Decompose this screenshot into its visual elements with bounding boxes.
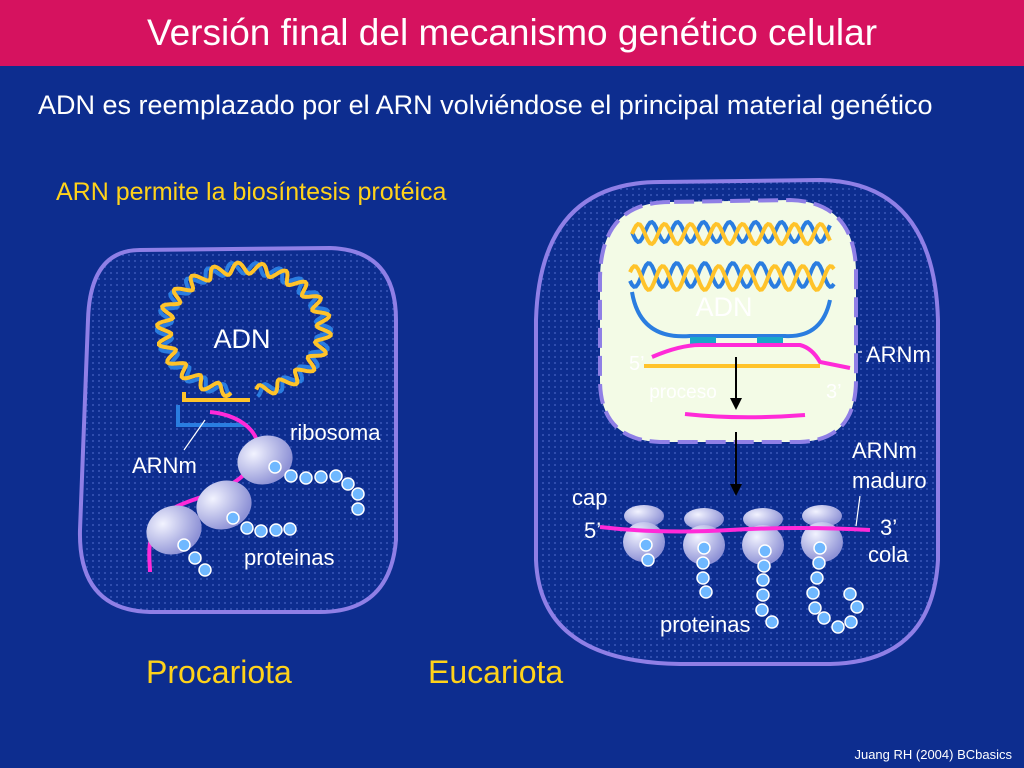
prokaryote-dna — [154, 260, 334, 427]
mature-mrna-nucleus — [684, 412, 806, 420]
cap-label: cap — [572, 485, 607, 510]
amino-acid — [850, 600, 864, 614]
amino-acid — [254, 524, 268, 538]
ribosoma-label: ribosoma — [290, 420, 381, 445]
arnm-maduro-label-1: ARNm — [852, 438, 917, 463]
amino-acid — [284, 469, 298, 483]
prokaryote-protein-chains — [177, 460, 365, 577]
exon-block — [757, 337, 783, 345]
amino-acid — [177, 538, 191, 552]
amino-acid — [696, 571, 710, 585]
amino-acid — [351, 487, 365, 501]
ribosome — [624, 505, 664, 527]
amino-acid — [268, 460, 282, 474]
pre-mrna — [651, 343, 851, 370]
arnm-maduro-label-2: maduro — [852, 468, 927, 493]
amino-acid — [639, 538, 653, 552]
eukaryote-arnm-label: ARNm — [866, 342, 931, 367]
eukaryote-dna — [628, 219, 836, 368]
slide-title: Versión final del mecanismo genético cel… — [146, 12, 878, 53]
amino-acid — [813, 541, 827, 555]
prokaryote-proteinas-label: proteinas — [244, 545, 335, 570]
export-arrowhead — [730, 484, 742, 496]
prokaryote-arnm-pointer — [183, 419, 206, 451]
ribosome — [802, 505, 842, 527]
amino-acid — [806, 586, 820, 600]
ribosome — [684, 508, 724, 530]
processing-arrowhead — [730, 398, 742, 410]
amino-acid — [198, 563, 212, 577]
amino-acid — [831, 620, 845, 634]
eukaryote-label: Eucariota — [428, 654, 564, 690]
amino-acid — [240, 521, 254, 535]
amino-acid — [812, 556, 826, 570]
amino-acid — [756, 573, 770, 587]
eukaryote-proteinas-label: proteinas — [660, 612, 751, 637]
subtitle: ADN es reemplazado por el ARN volviéndos… — [38, 90, 933, 120]
amino-acid — [696, 556, 710, 570]
five-prime-label: 5’ — [629, 353, 645, 375]
amino-acid — [757, 559, 771, 573]
amino-acid — [817, 611, 831, 625]
amino-acid — [843, 587, 857, 601]
title-bar: Versión final del mecanismo genético cel… — [0, 0, 1024, 66]
amino-acid — [697, 541, 711, 555]
amino-acid — [765, 615, 779, 629]
prokaryote-label: Procariota — [146, 654, 292, 690]
prokaryote-arnm-label: ARNm — [132, 453, 197, 478]
prokaryote-dna-label: ADN — [213, 324, 270, 354]
eukaryote-protein-chains — [639, 538, 864, 634]
cola-three-prime-label: 3’ — [880, 515, 897, 540]
ribosome — [743, 508, 783, 530]
maduro-pointer — [855, 495, 861, 527]
amino-acid — [226, 511, 240, 525]
credit: Juang RH (2004) BCbasics — [854, 747, 1012, 762]
three-prime-label: 3’ — [826, 381, 842, 403]
amino-acid — [283, 522, 297, 536]
amino-acid — [641, 553, 655, 567]
amino-acid — [299, 471, 313, 485]
prokaryote-cell: ADN ribosoma ARNm proteinas — [77, 245, 398, 614]
amino-acid — [808, 601, 822, 615]
subtitle-protein-synthesis: ARN permite la biosíntesis protéica — [56, 178, 447, 206]
amino-acid — [756, 588, 770, 602]
proceso-label: proceso — [649, 382, 717, 403]
amino-acid — [699, 585, 713, 599]
cola-label: cola — [868, 542, 909, 567]
amino-acid — [844, 615, 858, 629]
amino-acid — [314, 470, 328, 484]
cytoplasm-mrna — [599, 525, 871, 534]
amino-acid — [329, 469, 343, 483]
amino-acid — [810, 571, 824, 585]
amino-acid — [351, 502, 365, 516]
amino-acid — [758, 544, 772, 558]
nucleus-envelope — [598, 197, 858, 444]
amino-acid — [755, 603, 769, 617]
amino-acid — [341, 477, 355, 491]
exon-block — [690, 337, 716, 345]
amino-acid — [269, 523, 283, 537]
nucleus-dna-label: ADN — [695, 292, 752, 322]
eukaryote-cell: ADN 5’ 3’ proceso ARNm cap 5’ ARNm madur… — [534, 177, 940, 666]
amino-acid — [188, 551, 202, 565]
cap-five-prime-label: 5’ — [584, 518, 601, 543]
